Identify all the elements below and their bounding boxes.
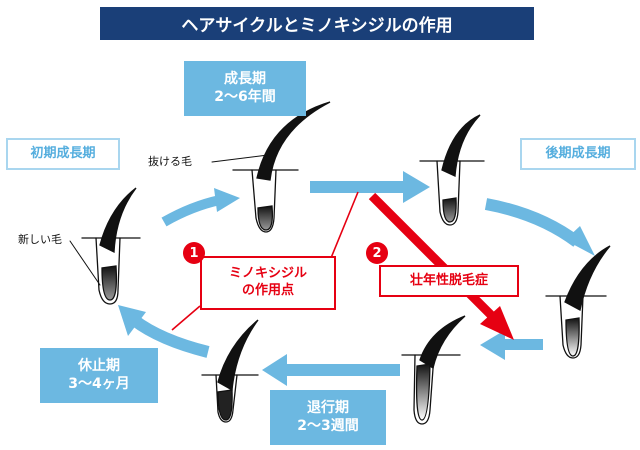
phase-growth-duration: 2〜6年間 xyxy=(214,88,276,105)
phase-early-growth: 初期成長期 xyxy=(6,138,120,170)
cycle-arrow-growth-to-late xyxy=(310,171,430,203)
phase-regression: 退行期 2〜3週間 xyxy=(270,390,386,445)
phase-rest-name: 休止期 xyxy=(78,358,120,374)
page-title: ヘアサイクルとミノキシジルの作用 xyxy=(100,7,534,40)
hair-late-growth xyxy=(419,114,485,226)
hair-early-growth xyxy=(69,187,141,305)
hair-rest xyxy=(201,319,259,423)
phase-regression-duration: 2〜3週間 xyxy=(297,417,359,434)
minoxidil-callout: ミノキシジル の作用点 xyxy=(200,256,336,310)
note-shedding-hair: 抜ける毛 xyxy=(148,155,192,168)
aga-callout: 壮年性脱毛症 xyxy=(379,265,519,297)
phase-growth-name: 成長期 xyxy=(224,71,266,87)
phase-growth: 成長期 2〜6年間 xyxy=(184,61,306,116)
hair-right-bottom xyxy=(545,245,611,359)
phase-rest: 休止期 3〜4ヶ月 xyxy=(40,348,158,403)
minoxidil-connectors xyxy=(171,191,359,331)
aga-number-badge: 2 xyxy=(366,242,388,264)
cycle-arrow-late-to-regression xyxy=(484,198,595,256)
hair-growth xyxy=(211,101,331,233)
hair-regression xyxy=(401,315,466,425)
aga-arrow xyxy=(368,192,514,340)
phase-regression-name: 退行期 xyxy=(307,400,349,416)
cycle-arrow-rest-to-early xyxy=(118,305,210,358)
minoxidil-number-badge: 1 xyxy=(183,242,205,264)
phase-late-growth: 後期成長期 xyxy=(520,138,636,170)
cycle-arrow-into-regression xyxy=(480,330,543,360)
phase-rest-duration: 3〜4ヶ月 xyxy=(68,375,130,392)
cycle-arrow-regression-to-rest xyxy=(262,354,400,386)
note-new-hair: 新しい毛 xyxy=(18,233,62,246)
cycle-arrow-early-to-growth xyxy=(161,188,240,227)
